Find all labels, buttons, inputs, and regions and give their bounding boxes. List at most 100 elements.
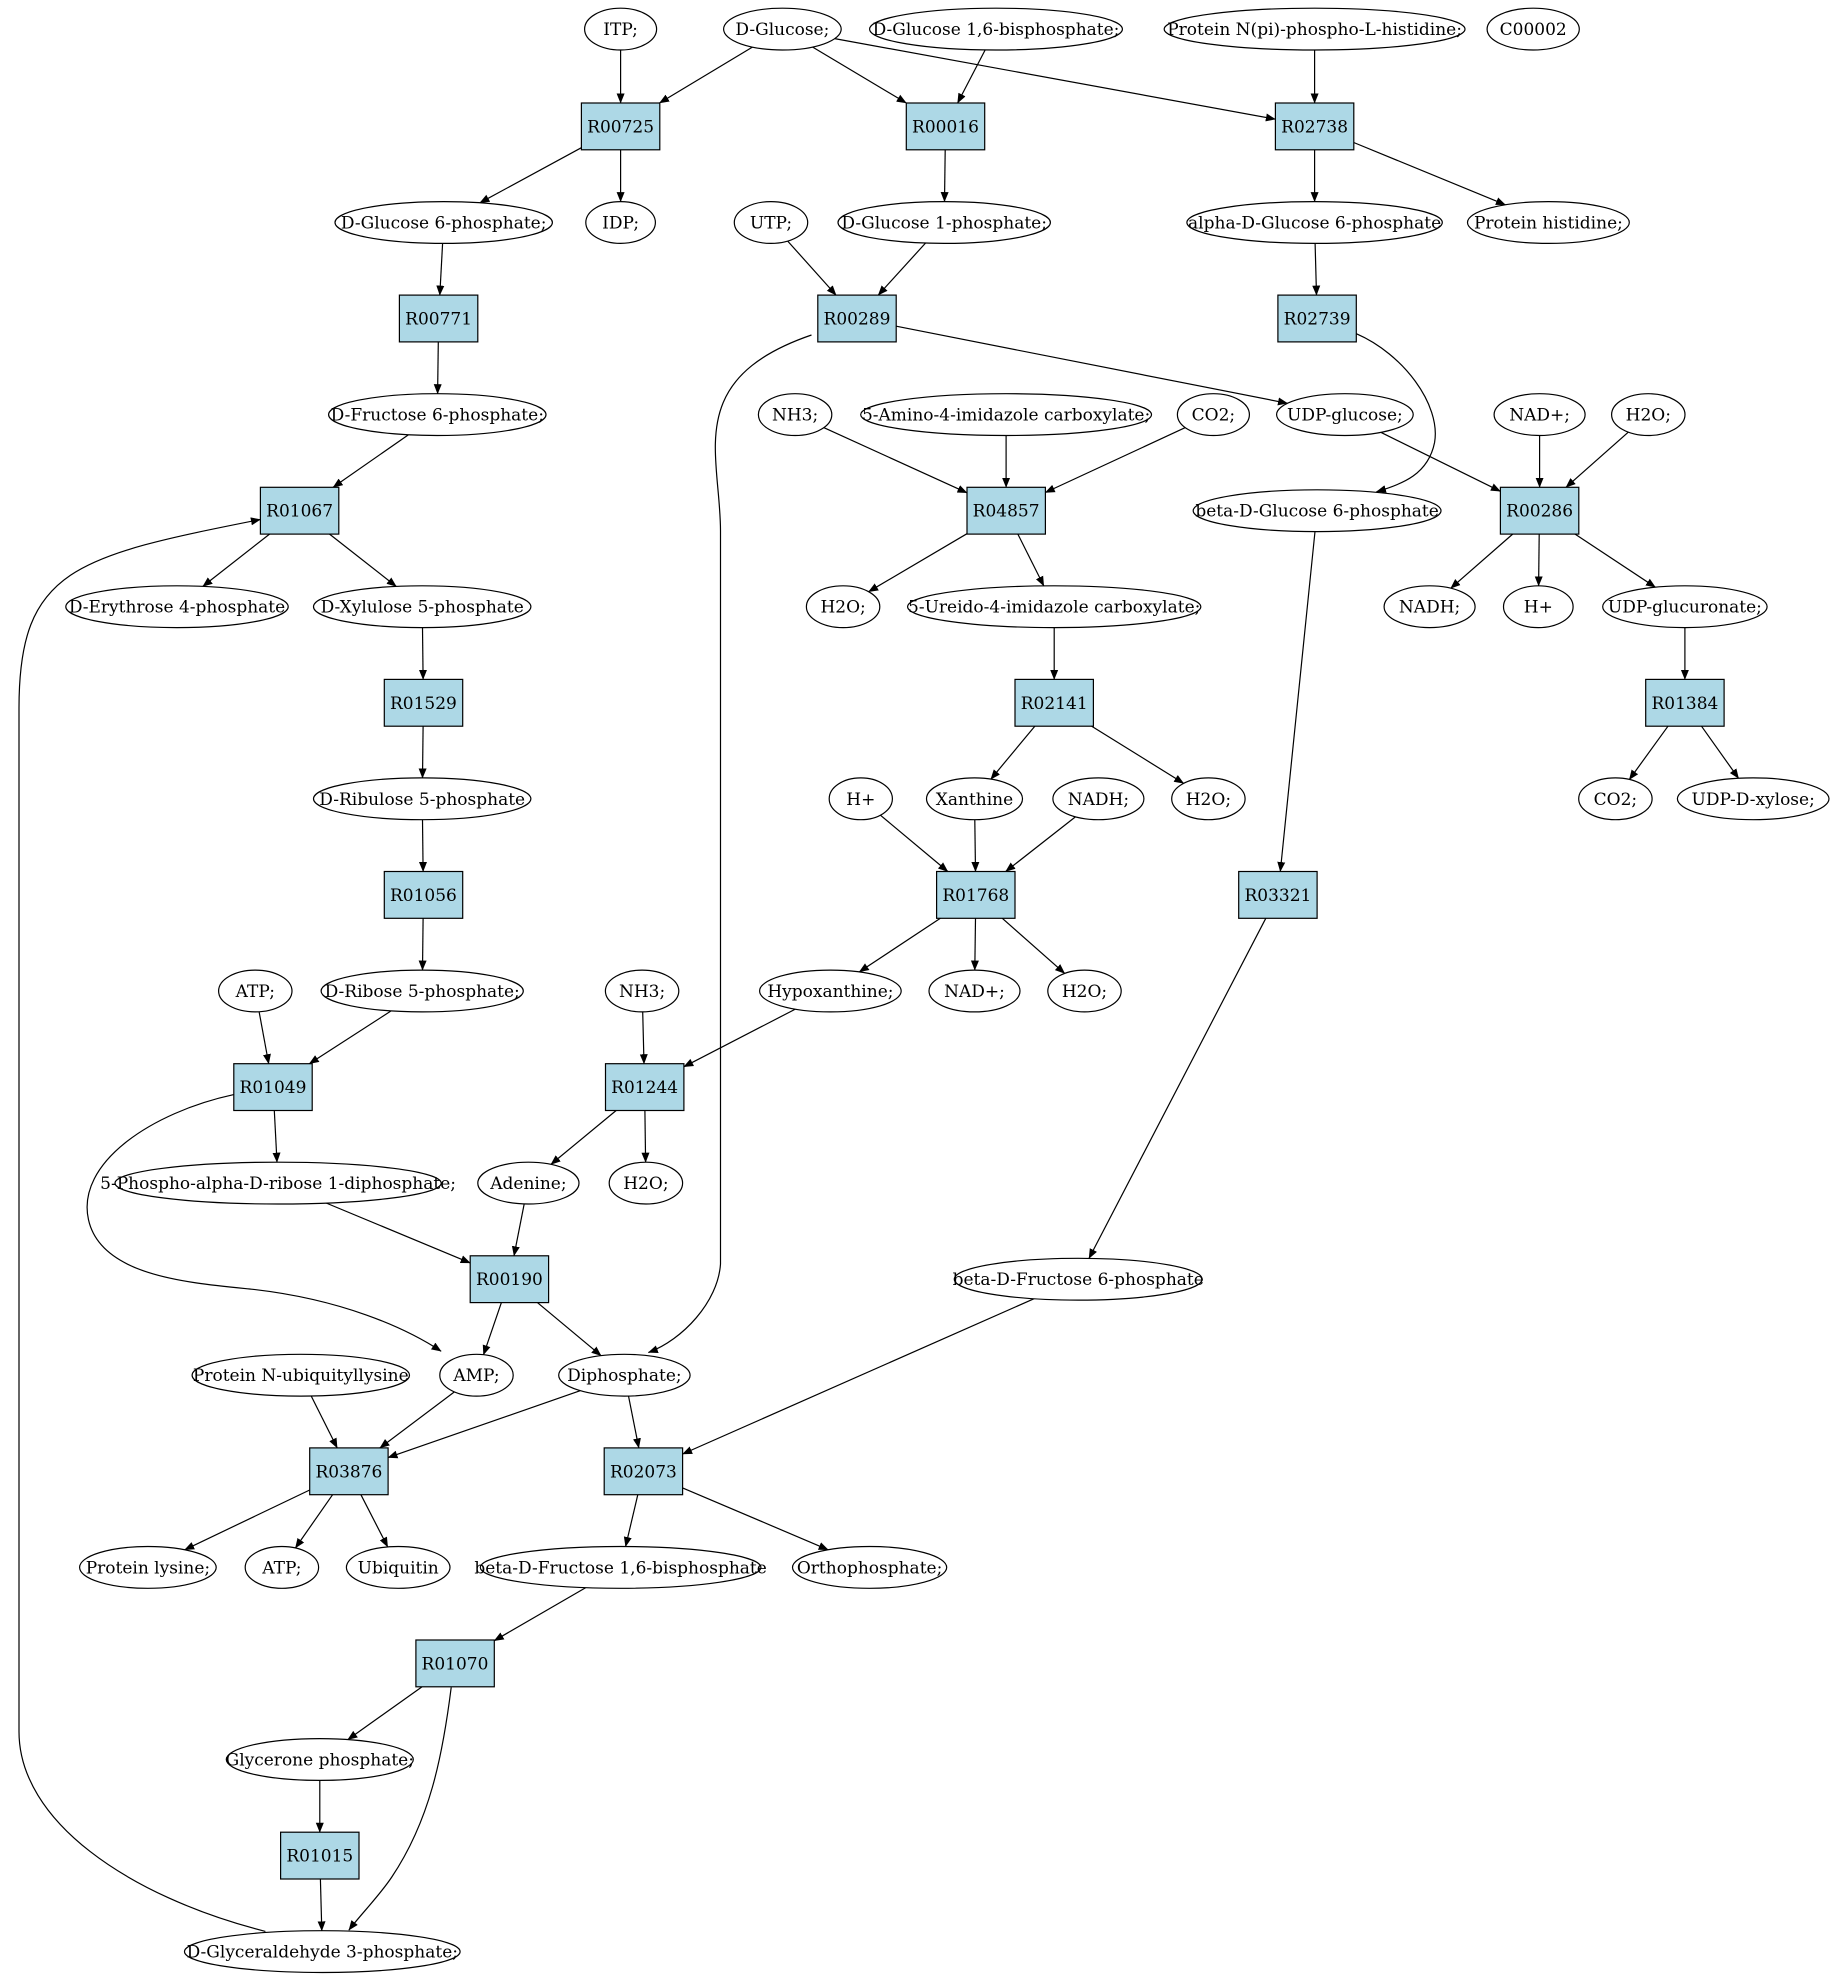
node-label: R01015: [286, 1847, 353, 1867]
edge-r02073-to-bdf16bp: [623, 1494, 639, 1547]
compound-node-bdf6p: beta-D-Fructose 6-phosphate: [953, 1257, 1204, 1301]
node-label: Orthophosphate;: [797, 1558, 942, 1578]
compound-node-xanthine: Xanthine: [925, 777, 1024, 821]
node-label: H+: [846, 790, 875, 810]
compound-ellipse: [1493, 393, 1586, 437]
reaction-box: [603, 1447, 684, 1496]
edge-r01049-to-amp: [86, 1094, 442, 1352]
edge-r01768-to-nadp2: [970, 918, 979, 971]
node-label: AMP;: [452, 1366, 499, 1386]
compound-node-adg6p: alpha-D-Glucose 6-phosphate: [1186, 201, 1443, 245]
node-label: UDP-glucuronate;: [1608, 598, 1762, 618]
reaction-box: [309, 1447, 389, 1496]
node-label: NAD+;: [944, 982, 1005, 1002]
edge-bdf16bp-to-r01070: [493, 1587, 587, 1642]
node-label: CO2;: [1594, 790, 1638, 810]
edge-amp-to-r03876: [379, 1391, 455, 1449]
edge-r00289-to-udpg: [896, 325, 1288, 406]
compound-node-de4p: D-Erythrose 4-phosphate: [65, 585, 289, 629]
reaction-node-r01015: R01015: [280, 1831, 360, 1880]
reaction-box: [1014, 678, 1095, 727]
compound-ellipse: [1176, 393, 1251, 437]
compound-node-h2od: H2O;: [1047, 969, 1122, 1013]
compound-node-hplus: H+: [1502, 585, 1574, 629]
compound-node-ubiq: Ubiquitin: [345, 1545, 451, 1589]
edge-r02738-to-prothis: [1353, 141, 1506, 206]
compound-ellipse: [183, 1930, 461, 1974]
node-label: D-Glyceraldehyde 3-phosphate;: [187, 1943, 458, 1963]
edge-r00016-to-dg1p: [940, 149, 949, 203]
compound-node-utp: UTP;: [733, 201, 809, 245]
compound-ellipse: [345, 1545, 451, 1589]
edge-atpa-to-r01049: [258, 1011, 271, 1065]
node-label: R01049: [240, 1078, 307, 1098]
node-label: D-Erythrose 4-phosphate: [69, 598, 285, 618]
edge-r01067-to-de4p: [202, 533, 271, 587]
node-label: R01768: [942, 886, 1009, 906]
edge-h2oa-to-r00286: [1565, 431, 1629, 488]
compound-node-df6p: D-Fructose 6-phosphate;: [327, 393, 547, 437]
node-label: H2O;: [1062, 982, 1107, 1002]
node-label: D-Fructose 6-phosphate;: [331, 406, 544, 426]
node-label: R00190: [476, 1270, 543, 1290]
compound-node-idp: IDP;: [585, 201, 656, 245]
edge-dg6p-to-r00771: [436, 243, 445, 296]
node-label: R03876: [315, 1462, 382, 1482]
compound-node-protubq: Protein N-ubiquityllysine: [191, 1353, 411, 1397]
reaction-box: [1499, 486, 1580, 535]
reaction-box: [905, 102, 986, 151]
reaction-node-r02739: R02739: [1277, 294, 1357, 343]
compound-node-dru5p: D-Ribulose 5-phosphate: [312, 777, 532, 821]
compound-node-dg6p: D-Glucose 6-phosphate;: [334, 201, 553, 245]
node-label: R01067: [266, 502, 333, 522]
compound-node-dg1p: D-Glucose 1-phosphate;: [837, 201, 1051, 245]
reaction-node-r02738: R02738: [1274, 102, 1355, 151]
edge-r01049-to-prpp: [272, 1110, 281, 1163]
compound-node-co2a: CO2;: [1176, 393, 1251, 437]
edge-r00289-to-dipho: [647, 334, 812, 1354]
reaction-box: [398, 294, 479, 343]
edge-r02141-to-xanthine: [990, 725, 1036, 780]
node-label: Glycerone phosphate;: [226, 1751, 414, 1771]
edge-dglucose-to-r00725: [659, 46, 753, 104]
compound-node-dg3p: D-Glyceraldehyde 3-phosphate;: [183, 1930, 461, 1974]
compound-ellipse: [439, 1353, 514, 1397]
node-label: ATP;: [235, 982, 275, 1002]
compound-ellipse: [65, 585, 289, 629]
reaction-box: [280, 1831, 360, 1880]
node-label: D-Glucose 1-phosphate;: [841, 214, 1047, 234]
compound-ellipse: [320, 969, 524, 1013]
edge-dg16bp-to-r00016: [957, 49, 986, 104]
node-label: R01384: [1651, 694, 1718, 714]
reaction-box: [469, 1255, 550, 1304]
node-label: NH3;: [619, 982, 665, 1002]
compound-ellipse: [114, 1161, 442, 1205]
edge-layer: [18, 38, 1740, 1932]
node-label: Xanthine: [936, 790, 1013, 810]
compound-ellipse: [925, 777, 1024, 821]
reaction-node-r03876: R03876: [309, 1447, 389, 1496]
compound-ellipse: [1052, 777, 1145, 821]
node-label: D-Xylulose 5-phosphate: [321, 598, 524, 618]
compound-ellipse: [828, 777, 894, 821]
compound-node-protlys: Protein lysine;: [78, 1545, 217, 1589]
node-label: H2O;: [820, 598, 865, 618]
edge-nadh2-to-r01768: [1005, 816, 1076, 872]
reaction-box: [259, 486, 340, 535]
node-label: Ubiquitin: [358, 1558, 439, 1578]
compound-node-atpa: ATP;: [218, 969, 293, 1013]
node-layer: ITP;D-Glucose;D-Glucose 1,6-bisphosphate…: [65, 7, 1830, 1974]
compound-ellipse: [1611, 393, 1686, 437]
edge-dx5p-to-r01529: [418, 627, 427, 680]
reaction-node-r01244: R01244: [604, 1063, 685, 1112]
compound-node-itp: ITP;: [583, 7, 658, 51]
edge-r01070-to-dg3p: [348, 1687, 452, 1931]
node-label: beta-D-Fructose 6-phosphate: [953, 1270, 1204, 1290]
edge-r01070-to-gp: [347, 1686, 423, 1741]
compound-ellipse: [1676, 777, 1830, 821]
node-label: Hypoxanthine;: [767, 982, 893, 1002]
compound-ellipse: [906, 585, 1202, 629]
edge-r02739-to-bdg6p: [1356, 333, 1436, 493]
node-label: Protein N-ubiquityllysine: [193, 1366, 409, 1386]
